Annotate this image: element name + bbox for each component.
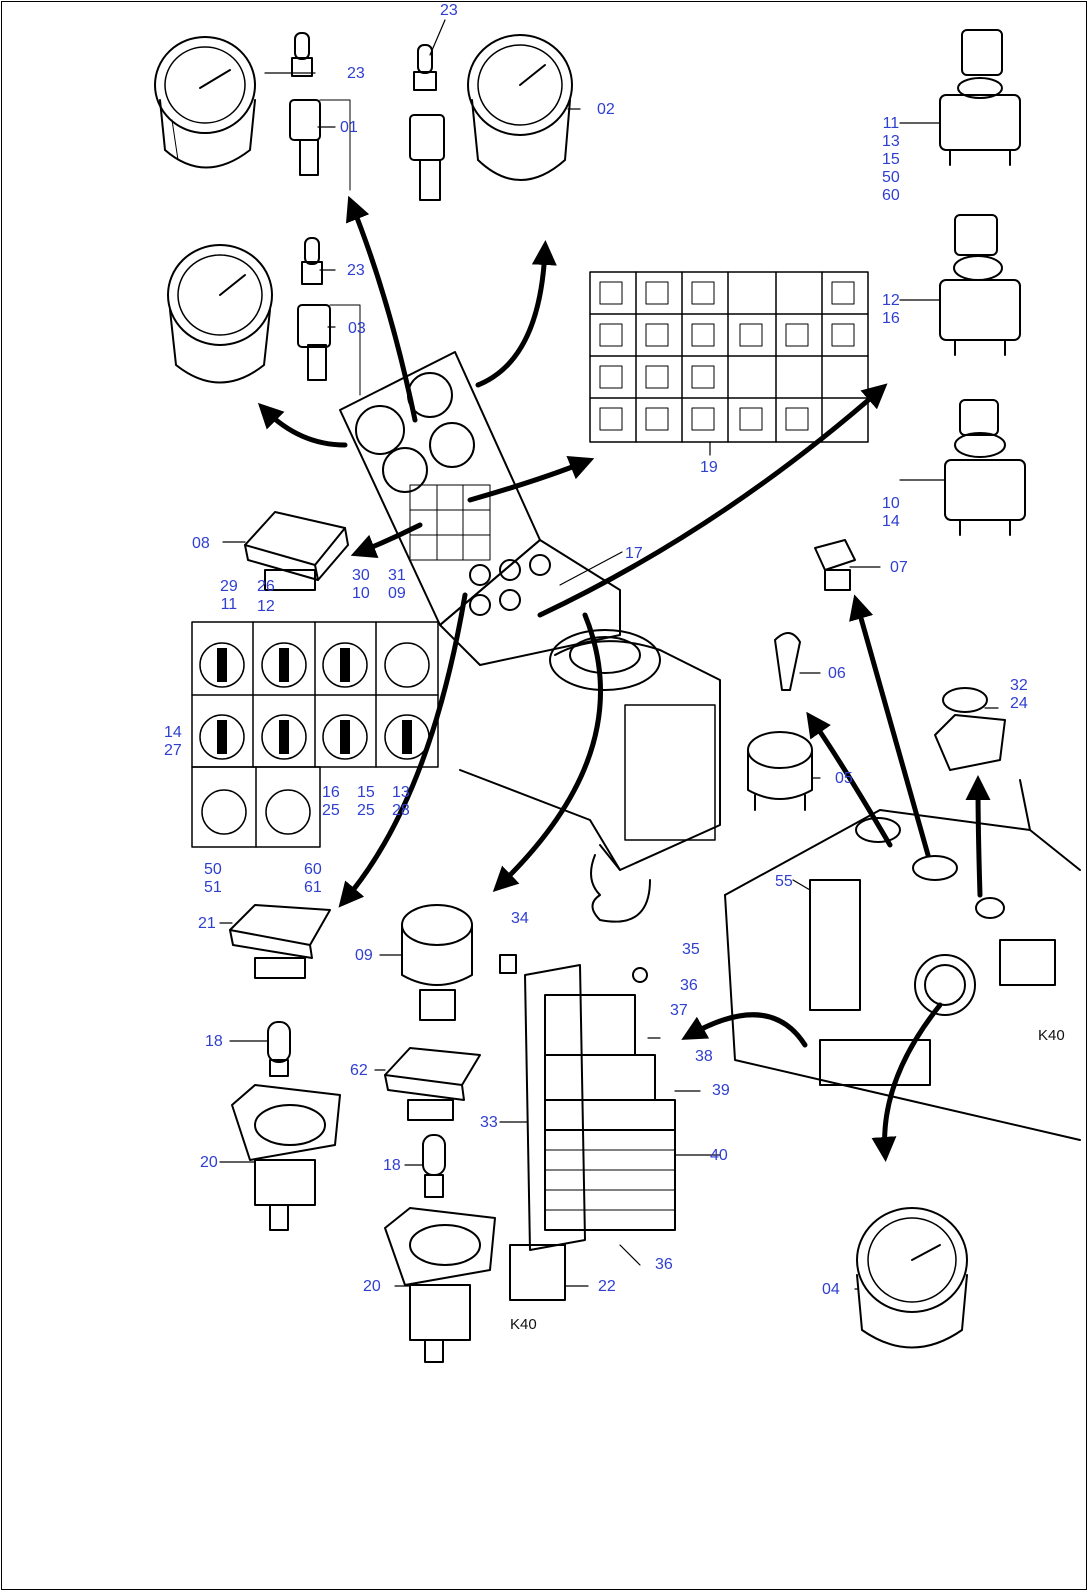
assembly-arrows (257, 195, 991, 1162)
callout-08: 08 (192, 535, 210, 552)
cab-side-panel (724, 779, 1081, 1141)
lamp-holder-20-b (384, 1207, 496, 1363)
key-switch-05 (747, 731, 813, 811)
rotary-switch-panel (191, 621, 439, 848)
callout-21: 21 (198, 915, 216, 932)
callout-37: 37 (670, 1002, 688, 1019)
indicator-08 (244, 511, 349, 591)
callout-33: 33 (480, 1114, 498, 1131)
callout-29-11: 29 11 (220, 578, 238, 613)
callout-55: 55 (775, 873, 793, 890)
callout-30-10: 30 10 (352, 567, 370, 602)
callout-35: 35 (682, 941, 700, 958)
callout-k40-bottom: K40 (510, 1316, 537, 1333)
callout-14-27: 14 27 (164, 724, 182, 759)
indicator-62 (384, 1047, 481, 1121)
callout-23-lower: 23 (347, 262, 365, 279)
stacked-switch-assembly (499, 954, 676, 1301)
callout-23: 23 (347, 65, 365, 82)
callout-04: 04 (822, 1281, 840, 1298)
callout-26: 26 (257, 578, 275, 595)
callout-01: 01 (340, 119, 358, 136)
callout-32-24: 32 24 (1010, 677, 1028, 712)
leader-lines (219, 19, 999, 1290)
callout-36-top: 36 (680, 977, 698, 994)
gauge-03 (167, 244, 273, 384)
symbol-chart-19 (589, 271, 869, 443)
callout-02: 02 (597, 101, 615, 118)
callout-40: 40 (710, 1147, 728, 1164)
bulb-18-b (422, 1134, 446, 1198)
bulb-socket-03 (297, 237, 361, 396)
callout-18-left: 18 (205, 1033, 223, 1050)
gauge-02 (467, 34, 573, 181)
callout-10-14: 10 14 (882, 495, 900, 530)
indicator-21 (229, 904, 331, 979)
rotary-switch-10 (944, 399, 1026, 536)
bulb-socket-02 (409, 44, 445, 201)
bulb-18-a (267, 1021, 291, 1077)
callout-11-13-15-50-60: 11 13 15 50 60 (882, 115, 900, 204)
callout-03: 03 (348, 320, 366, 337)
central-console (339, 351, 721, 923)
callout-23-top: 23 (440, 2, 458, 19)
callout-09: 09 (355, 947, 373, 964)
bulb-socket-01 (289, 32, 351, 191)
callout-20-left: 20 (200, 1154, 218, 1171)
callout-15-25: 15 25 (357, 784, 375, 819)
rotary-switch-12 (939, 214, 1021, 356)
callout-05: 05 (835, 770, 853, 787)
callout-38: 38 (695, 1048, 713, 1065)
callout-13-28: 13 28 (392, 784, 410, 819)
push-button-32 (934, 687, 1006, 771)
callout-12-16: 12 16 (882, 292, 900, 327)
gauge-04 (856, 1207, 968, 1349)
callout-19: 19 (700, 459, 718, 476)
callout-18-center: 18 (383, 1157, 401, 1174)
warning-light-09 (401, 904, 473, 1021)
callout-31-09: 31 09 (388, 567, 406, 602)
key-06 (774, 632, 801, 691)
callout-k40-right: K40 (1038, 1027, 1065, 1044)
callout-22: 22 (598, 1278, 616, 1295)
callout-36-bottom: 36 (655, 1256, 673, 1273)
callout-20-center: 20 (363, 1278, 381, 1295)
push-button-07 (814, 539, 856, 591)
callout-60-61: 60 61 (304, 861, 322, 896)
callout-62: 62 (350, 1062, 368, 1079)
callout-39: 39 (712, 1082, 730, 1099)
callout-50-51: 50 51 (204, 861, 222, 896)
callout-34: 34 (511, 910, 529, 927)
callout-17: 17 (625, 545, 643, 562)
gauge-01 (154, 36, 256, 169)
callout-12-panel: 12 (257, 598, 275, 615)
lamp-holder-20-a (231, 1084, 341, 1231)
callout-16-25: 16 25 (322, 784, 340, 819)
rotary-switch-11 (939, 29, 1021, 166)
callout-07: 07 (890, 559, 908, 576)
callout-06: 06 (828, 665, 846, 682)
